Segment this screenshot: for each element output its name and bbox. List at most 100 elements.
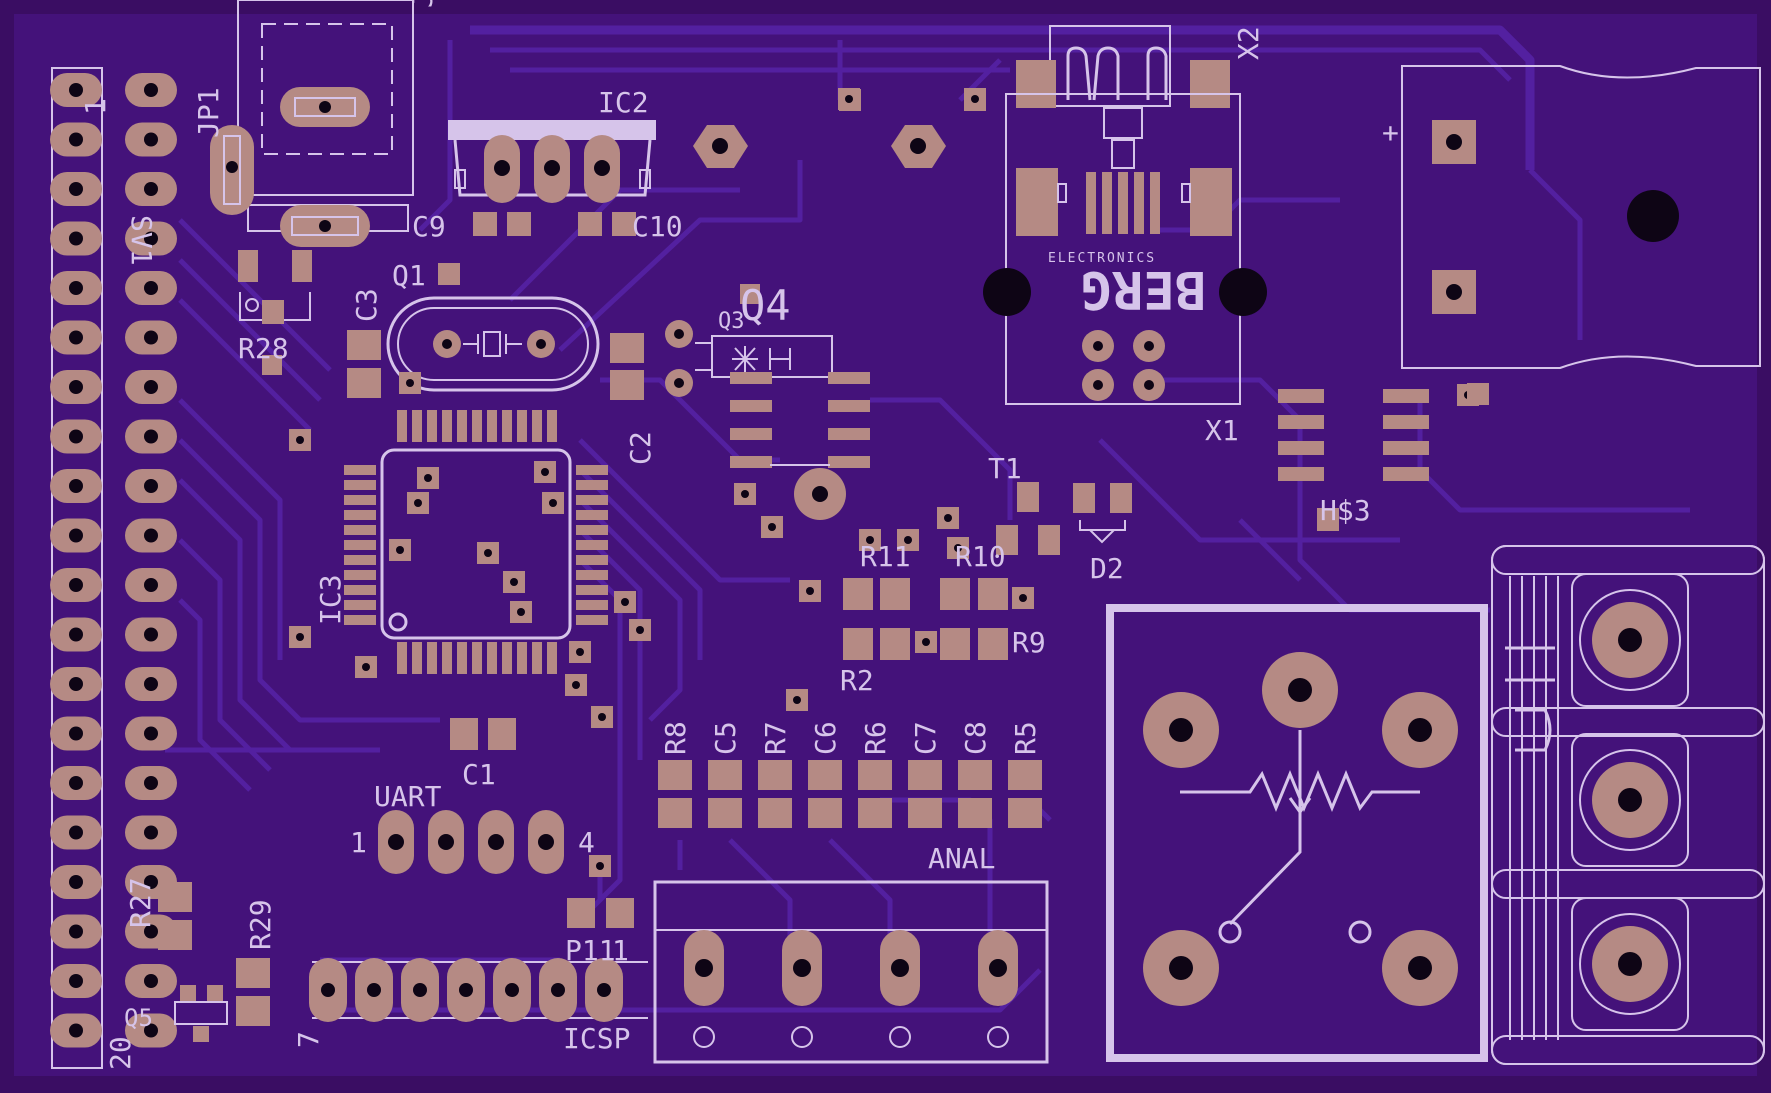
ic-pin [828,456,870,468]
via-hole [424,474,432,482]
label-electronics: ELECTRONICS [1048,251,1156,266]
ic-pin [576,540,608,550]
header-hole [144,677,158,691]
header-hole [69,330,83,345]
label-c1: C1 [462,758,496,791]
header-hole [144,627,158,642]
header-hole [144,479,158,493]
header-sv1 [50,67,177,1069]
capacitor-c9: C9 [412,210,531,243]
header-hole [438,834,454,850]
ic-pin [1383,415,1429,429]
terminal-hole [891,959,909,977]
ic-pin [576,525,608,535]
via-hole [576,648,584,656]
ic-pin [344,465,376,475]
via-hole [296,436,304,444]
ic-pin [517,642,527,674]
header-hole [144,132,158,147]
label-c6: C6 [809,721,842,755]
passive-pad [808,760,842,790]
usb-pin [1086,172,1096,234]
label-d2: D2 [1090,552,1124,585]
ic-pin [487,642,497,674]
ic-pin [532,410,542,442]
label-r9: R9 [1012,626,1046,659]
label-r7: R7 [759,721,792,755]
label-c2: C2 [624,431,657,465]
label-anal: ANAL [928,842,995,875]
terminal-hole [1618,952,1642,976]
label-x1: X1 [1205,414,1239,447]
ic-pin [1383,467,1429,481]
ic-pin [576,570,608,580]
ic-pin [1278,415,1324,429]
header-hole [144,83,158,97]
terminal-rail [1491,707,1765,737]
label-q1: Q1 [392,259,426,292]
header-hole [144,875,158,889]
transistor-t1: T1 [988,452,1060,555]
usb-pin [1102,172,1112,234]
ic-pin [344,510,376,520]
label-c10: C10 [632,210,683,243]
passive-pad [708,798,742,828]
capacitor-c3: C3 [347,288,383,398]
ic-pin [517,410,527,442]
ic-pin [828,400,870,412]
ic-pin [344,585,376,595]
via-hole [517,608,525,616]
usb-pin [1118,172,1128,234]
terminal-mark [987,1026,1009,1048]
ic-pin [502,410,512,442]
via-hole [768,523,776,531]
ic-pin [344,525,376,535]
usb-pin [1134,172,1144,234]
terminal-ring [1579,913,1681,1015]
ic-pin [828,428,870,440]
ic-pin [487,410,497,442]
terminal-anal: ANAL [653,842,1049,1064]
ic-pin [344,555,376,565]
label-ic2: IC2 [598,86,649,119]
ic-pin [547,642,557,674]
label-ic3: IC3 [314,574,347,625]
ic-pin [457,410,467,442]
via-hole [414,499,422,507]
ic-pin [1278,441,1324,455]
terminal-mark [791,1026,813,1048]
label-r28: R28 [238,332,289,365]
ic-pin [576,495,608,505]
terminal-hole [989,959,1007,977]
label-jp1: JP1 [192,87,225,138]
ic-pin [442,410,452,442]
ic-pin [344,570,376,580]
via-hole [866,536,874,544]
passive-pad [1008,760,1042,790]
header-hole [144,776,158,790]
header-hole [69,578,83,592]
passive-pad [858,798,892,828]
label-uart: UART [374,780,442,813]
label-p11: P11 [565,934,616,967]
terminal-rail [1491,869,1765,899]
header-hole [69,776,83,790]
header-hole [69,132,83,147]
header-hole [69,429,83,444]
passive-pad [708,760,742,790]
ic-pin [427,642,437,674]
label-sv1: SV1 [125,215,158,266]
power-jack: + [1382,65,1761,369]
terminal-ring [1579,589,1681,691]
terminal-block-right [1491,545,1765,1065]
terminal-hole [695,959,713,977]
terminal-hole [793,959,811,977]
transistor-q5: Q5 [124,985,228,1042]
header-hole [144,330,158,345]
header-hole [69,726,83,741]
ic-hs3: H$3 [1278,383,1489,530]
header-hole [69,627,83,642]
diode-d2: D2 [1073,483,1132,585]
terminal-mark [889,1026,911,1048]
via-hole [806,587,814,595]
